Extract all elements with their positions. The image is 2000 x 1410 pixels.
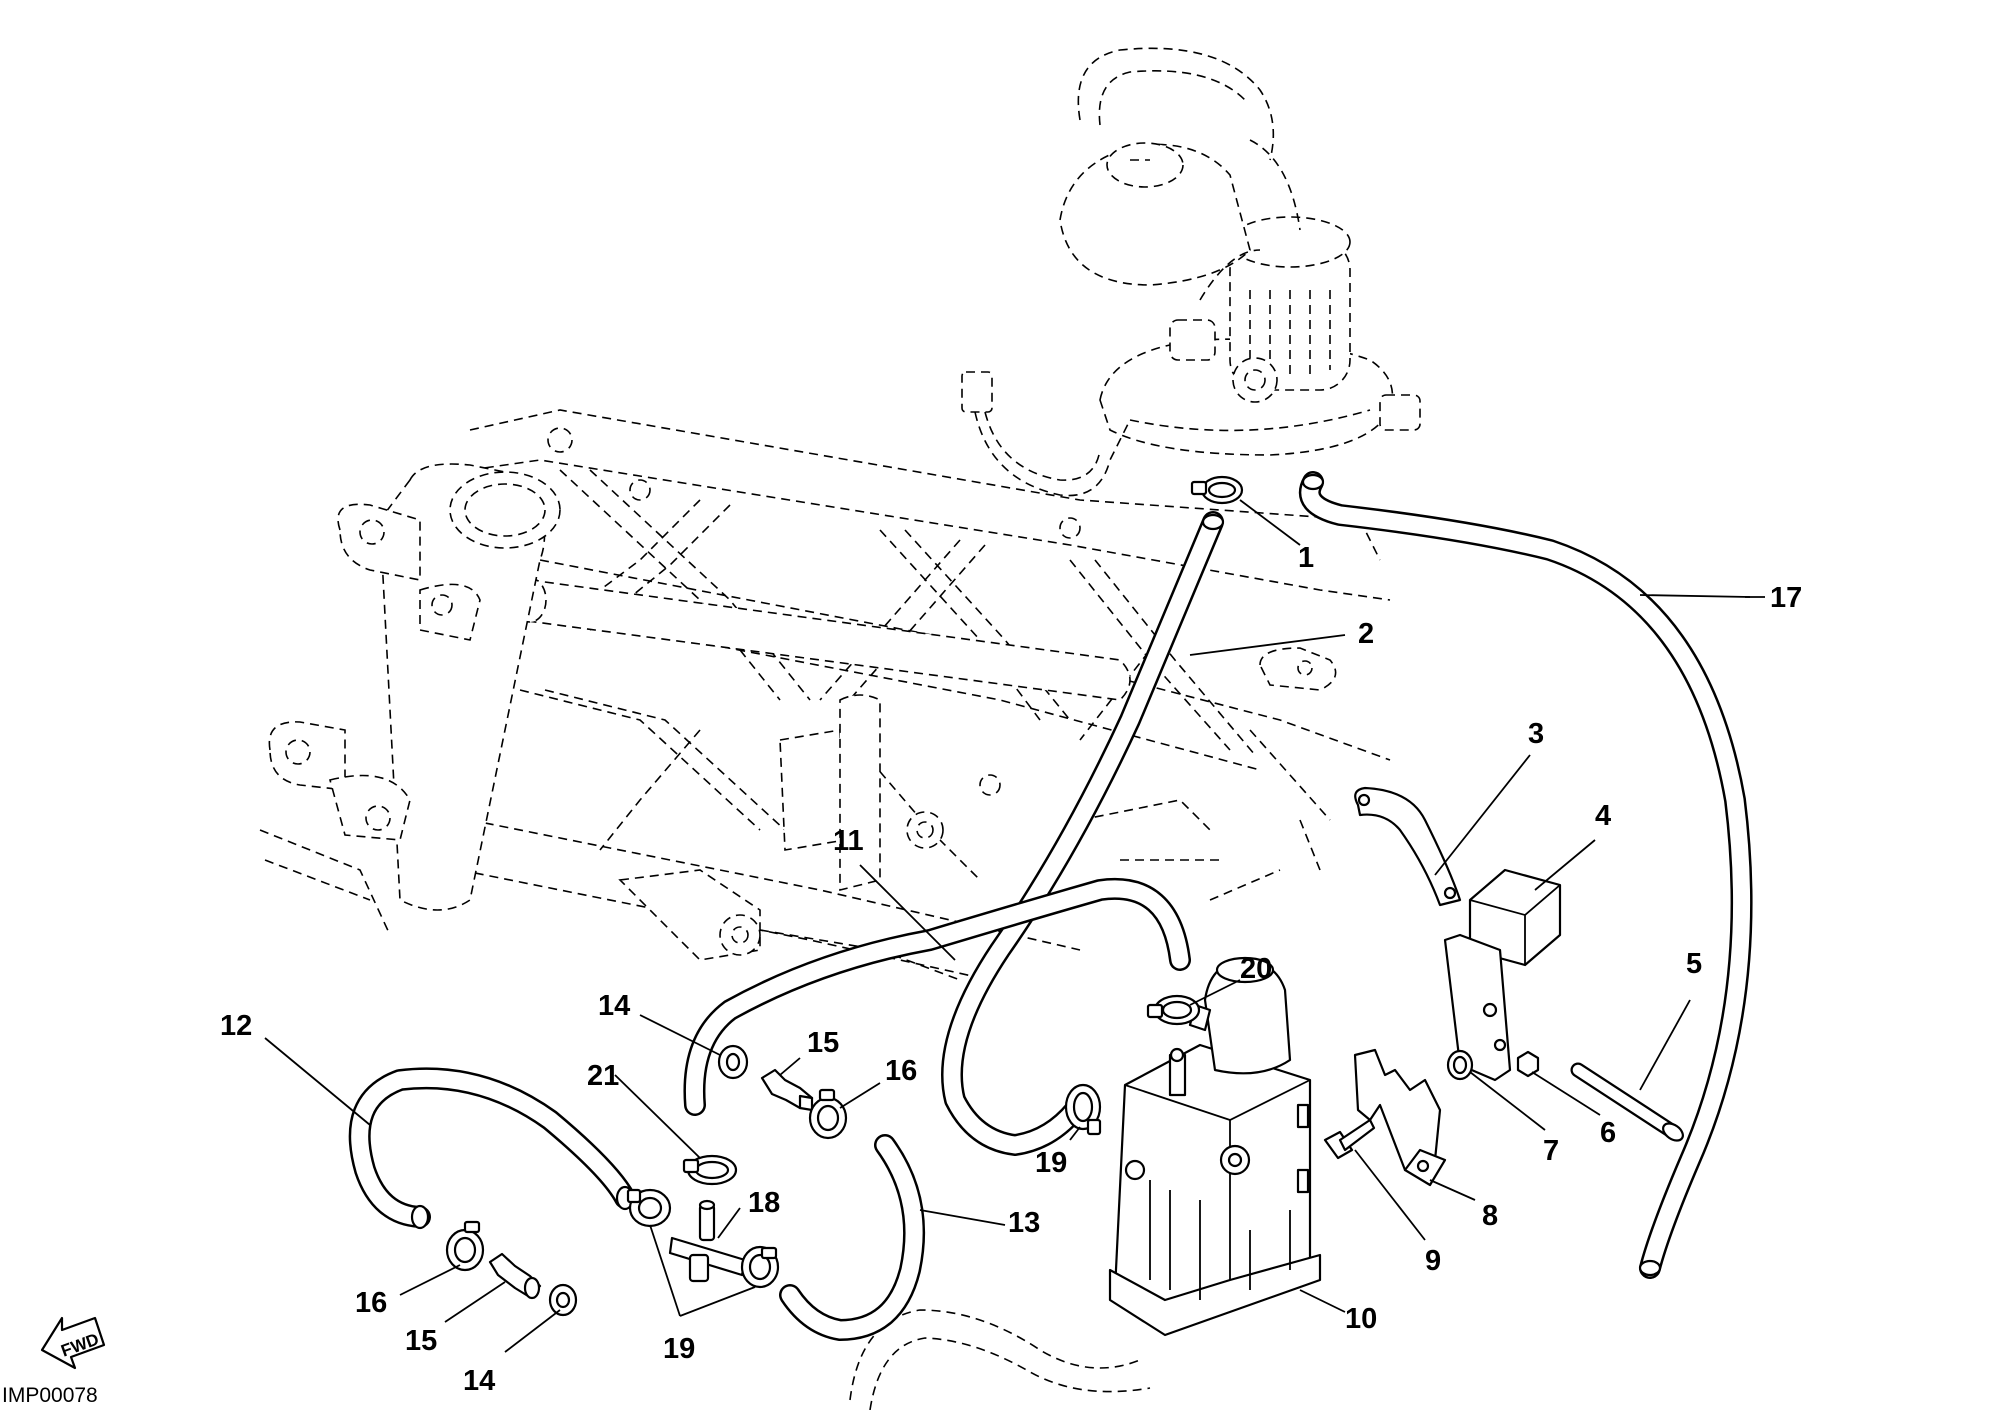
hose-clamp-19-left — [626, 1188, 672, 1228]
fitting-15-upper — [760, 1068, 814, 1112]
callout-13: 13 — [1008, 1207, 1040, 1239]
leader-lines — [264, 499, 1765, 1353]
motorcycle-frame — [259, 409, 1391, 1410]
callout-12: 12 — [220, 1010, 252, 1042]
plate-bracket — [1443, 933, 1512, 1082]
callout-19-lower: 19 — [663, 1333, 695, 1365]
hose-clamp-19-right — [740, 1245, 780, 1289]
callout-17: 17 — [1770, 582, 1802, 614]
spacer-7 — [1446, 1049, 1474, 1081]
hose-clamp-1 — [1190, 475, 1244, 505]
hose-13 — [779, 1134, 926, 1341]
callout-1: 1 — [1298, 542, 1314, 574]
hose-clamp-20 — [1146, 994, 1201, 1026]
callout-6: 6 — [1600, 1117, 1616, 1149]
callout-7: 7 — [1543, 1135, 1559, 1167]
callout-10: 10 — [1345, 1303, 1377, 1335]
hose-20-run — [683, 877, 1191, 1116]
hose-12 — [348, 1067, 636, 1230]
hose-clamp-21 — [682, 1154, 738, 1186]
hose-17 — [1298, 471, 1753, 1279]
callout-14-lower: 14 — [463, 1365, 495, 1397]
hose-5 — [1570, 1062, 1684, 1142]
callout-2: 2 — [1358, 618, 1374, 650]
callout-3: 3 — [1528, 718, 1544, 750]
bracket-8 — [1353, 1048, 1447, 1187]
callout-8: 8 — [1482, 1200, 1498, 1232]
callout-19-upper: 19 — [1035, 1147, 1067, 1179]
hose-clamp-19-upper — [1064, 1083, 1102, 1136]
callout-18: 18 — [748, 1187, 780, 1219]
callout-20: 20 — [1240, 953, 1272, 985]
washer-14-lower — [548, 1283, 578, 1317]
drawing-code: IMP00078 — [2, 1384, 98, 1407]
fitting-15-lower — [488, 1252, 542, 1300]
callout-9: 9 — [1425, 1245, 1441, 1277]
washer-14-upper — [717, 1044, 749, 1080]
hose-11 — [941, 511, 1225, 1156]
callout-11: 11 — [833, 825, 864, 857]
hose-clamp-16-lower — [445, 1220, 485, 1272]
callout-4: 4 — [1595, 800, 1611, 832]
charcoal-canister — [1108, 956, 1322, 1337]
callout-labels: 1 2 3 4 5 6 7 8 9 10 11 12 13 14 14 15 1… — [220, 542, 1802, 1397]
callout-5: 5 — [1686, 948, 1702, 980]
nut-6 — [1516, 1050, 1540, 1078]
callout-16-upper: 16 — [885, 1055, 917, 1087]
callout-15-lower: 15 — [405, 1325, 437, 1357]
callout-14-upper: 14 — [598, 990, 630, 1022]
callout-15-upper: 15 — [807, 1027, 839, 1059]
bracket-3 — [1354, 786, 1462, 907]
fwd-arrow: FWD — [40, 1316, 106, 1370]
hose-clamp-16-upper — [808, 1088, 848, 1140]
fuel-pump-assembly — [961, 47, 1421, 497]
callout-21: 21 — [587, 1060, 619, 1092]
screw-9 — [1323, 1118, 1376, 1160]
callout-16-lower: 16 — [355, 1287, 387, 1319]
tee-fitting-18 — [668, 1199, 747, 1283]
